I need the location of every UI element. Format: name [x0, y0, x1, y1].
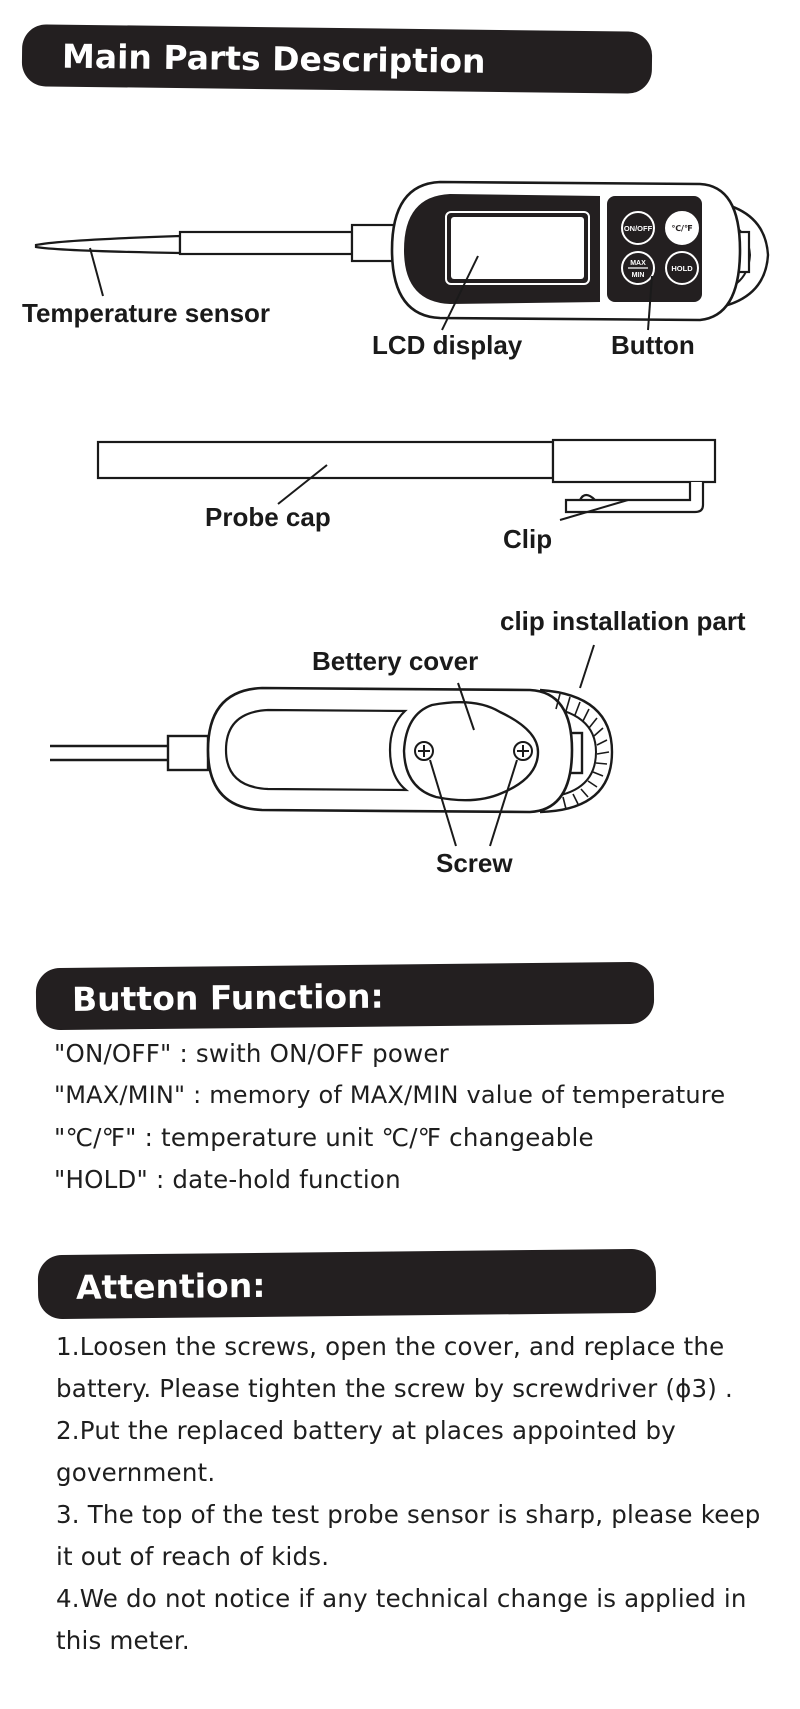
probe-collar [350, 223, 398, 263]
attention-line-8: this meter. [56, 1626, 190, 1655]
thermometer-diagram: ON/OFF ℃/℉ MAX MIN HOLD [34, 180, 770, 847]
min-key-label: MIN [632, 272, 645, 279]
clip-installation-hatching [555, 693, 610, 810]
attention-line-6: it out of reach of kids. [56, 1542, 330, 1571]
hold-key-label: HOLD [671, 264, 693, 273]
screw-left-leader-line [429, 759, 457, 847]
probe-cap-leader-line [277, 464, 328, 505]
unit-key-icon [665, 211, 699, 245]
screw-right-leader-line [489, 759, 518, 847]
front-view-leaders [89, 247, 653, 331]
function-line-on-off: "ON/OFF" : swith ON/OFF power [54, 1039, 449, 1068]
probe-shaft [178, 230, 354, 256]
button-function-heading: Button Function: [35, 961, 655, 1031]
battery-cover-label: Bettery cover [312, 646, 479, 676]
button-function-heading-text: Button Function: [71, 976, 384, 1019]
clip-installation-leader-line [579, 644, 595, 689]
back-view-leaders [429, 644, 595, 847]
hold-key-icon [665, 251, 699, 285]
clip-arm [564, 482, 705, 514]
clip-label: Clip [503, 524, 553, 554]
lcd-leader-line [441, 255, 479, 331]
battery-cover [402, 701, 540, 802]
screws [414, 741, 533, 761]
attention-line-4: government. [56, 1458, 216, 1487]
attention-line-7: 4.We do not notice if any technical chan… [56, 1584, 747, 1613]
on-off-key-icon [621, 211, 655, 245]
button-leader-line [647, 275, 653, 331]
function-line-hold: "HOLD" : date-hold function [54, 1165, 401, 1194]
temperature-sensor-label: Temperature sensor [22, 298, 271, 328]
attention-line-1: 1.Loosen the screws, open the cover, and… [56, 1332, 725, 1361]
attention-line-5: 3. The top of the test probe sensor is s… [56, 1500, 761, 1529]
max-key-label: MAX [630, 260, 646, 267]
battery-cover-leader-line [457, 682, 475, 731]
probe-cap-label: Probe cap [205, 502, 331, 532]
sensor-leader-line [89, 247, 104, 297]
attention-line-2: battery. Please tighten the screw by scr… [56, 1374, 733, 1403]
cap-leaders [277, 464, 629, 521]
function-line-max-min: "MAX/MIN" : memory of MAX/MIN value of t… [54, 1081, 726, 1109]
probe-needle [34, 234, 182, 255]
back-inner-oval [224, 708, 410, 792]
probe-cap-head [551, 438, 717, 484]
device-buttons: ON/OFF ℃/℉ MAX MIN HOLD [621, 211, 699, 285]
clip-installation-part-label: clip installation part [500, 606, 746, 636]
clip-installation-ring-inner [539, 705, 598, 799]
function-line-unit: "℃/℉" : temperature unit ℃/℉ changeable [54, 1123, 594, 1152]
button-panel [607, 196, 702, 302]
lcd-display-label: LCD display [372, 330, 523, 360]
button-label: Button [611, 330, 695, 360]
on-off-key-label: ON/OFF [624, 224, 653, 233]
probe-cap-drawing [96, 438, 717, 514]
clip-nub [579, 493, 596, 501]
clip-installation-ring [539, 688, 614, 814]
attention-heading: Attention: [37, 1248, 657, 1320]
unit-key-label: ℃/℉ [671, 224, 693, 233]
screw-label: Screw [436, 848, 513, 878]
attention-heading-text: Attention: [75, 1265, 266, 1307]
probe-cap-tube [96, 440, 555, 480]
back-collar [166, 734, 210, 772]
thermometer-back-view [50, 686, 614, 814]
clip-leader-line [559, 499, 629, 521]
lcd-screen [451, 217, 584, 279]
attention-line-3: 2.Put the replaced battery at places app… [56, 1416, 676, 1445]
